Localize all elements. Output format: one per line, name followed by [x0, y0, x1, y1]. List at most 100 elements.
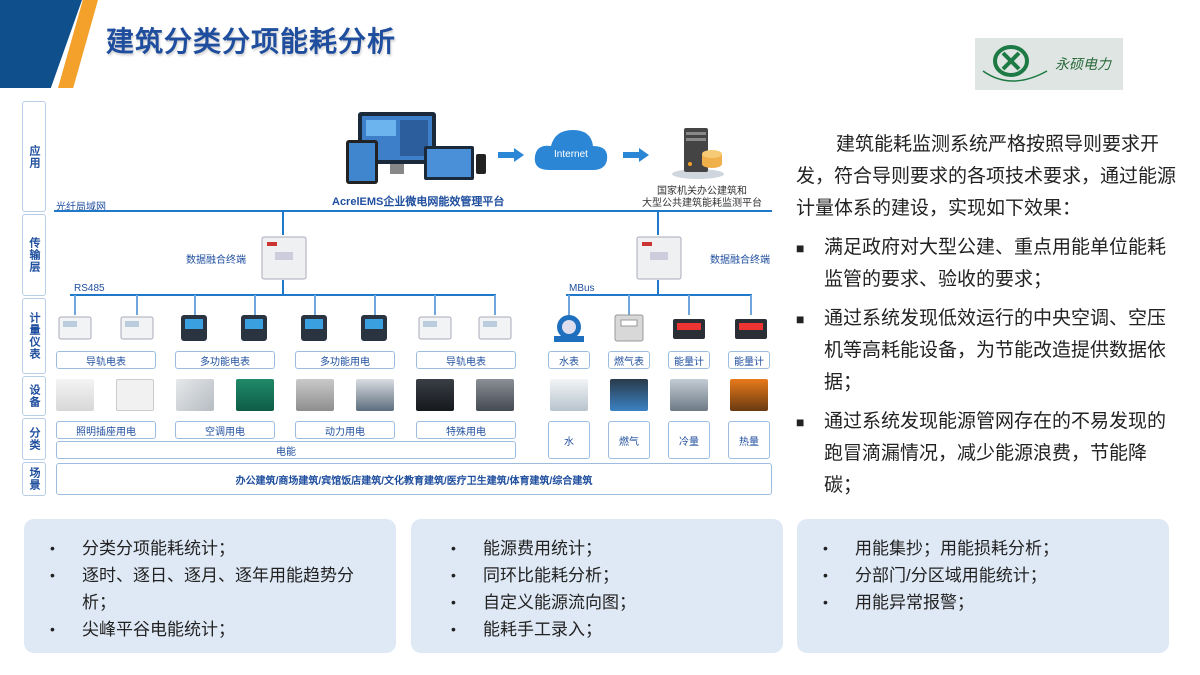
meter-label: 导轨电表	[56, 351, 156, 369]
feature-item: •用能异常报警；	[823, 589, 1169, 616]
ac-unit-image	[176, 379, 214, 411]
bullet-dot-icon: •	[451, 621, 456, 637]
cabinet-image	[296, 379, 334, 411]
meter-label: 能量计	[668, 351, 710, 369]
description-panel: 建筑能耗监测系统严格按照导则要求开发，符合导则要求的各项技术要求，通过能源计量体…	[796, 129, 1181, 502]
meter-label: 导轨电表	[416, 351, 516, 369]
lamp-image	[56, 379, 94, 411]
feature-item: •分部门/分区域用能统计；	[823, 562, 1169, 589]
scene-list: 办公建筑/商场建筑/宾馆饭店建筑/文化教育建筑/医疗卫生建筑/体育建筑/综合建筑	[56, 463, 772, 495]
bullet-dot-icon: •	[50, 567, 55, 583]
drop-line	[314, 295, 316, 315]
bullet-dot-icon: •	[50, 540, 55, 556]
description-point: ■ 通过系统发现低效运行的中央空调、空压机等高耗能设备，为节能改造提供数据依据；	[796, 303, 1181, 399]
layer-application: 应用	[22, 101, 46, 212]
bullet-dot-icon: •	[451, 540, 456, 556]
drop-line	[374, 295, 376, 315]
category-label: 照明插座用电	[56, 421, 156, 439]
energy-meter-icon	[735, 319, 767, 339]
multifunction-meter-icon	[361, 315, 387, 341]
yongshuo-logo-icon	[982, 45, 1048, 82]
electric-energy-label: 电能	[56, 441, 516, 459]
bullet-square-icon: ■	[796, 240, 805, 256]
gateway-right-icon	[636, 236, 682, 280]
arrow-right-icon	[498, 148, 524, 162]
bullet-dot-icon: •	[451, 594, 456, 610]
drop-line	[136, 295, 138, 315]
category-label: 特殊用电	[416, 421, 516, 439]
gateway-right-label: 数据融合终端	[710, 255, 770, 266]
energy-type-heating: 热量	[728, 421, 770, 459]
rail-meter-icon	[120, 316, 154, 340]
bullet-square-icon: ■	[796, 311, 805, 327]
energy-meter-icon	[673, 319, 705, 339]
gas-meter-icon	[614, 314, 644, 342]
mbus-line	[566, 294, 752, 296]
fiber-network-label: 光纤局域网	[56, 202, 106, 213]
energy-type-gas: 燃气	[608, 421, 650, 459]
bullet-dot-icon: •	[823, 540, 828, 556]
feature-item: •能源费用统计；	[451, 535, 783, 562]
feature-item: •尖峰平谷电能统计；	[50, 616, 396, 643]
arrow-right-icon	[623, 148, 649, 162]
drop-line	[568, 295, 570, 315]
server-rack-image	[416, 379, 454, 411]
meter-label: 燃气表	[608, 351, 650, 369]
national-platform-label-1: 国家机关办公建筑和	[657, 186, 747, 197]
bullet-dot-icon: •	[823, 567, 828, 583]
bullet-dot-icon: •	[823, 594, 828, 610]
energy-type-cooling: 冷量	[668, 421, 710, 459]
water-meter-icon	[554, 315, 584, 342]
description-point: ■ 通过系统发现能源管网存在的不易发现的跑冒滴漏情况，减少能源浪费，节能降碳；	[796, 406, 1181, 502]
pump-image	[236, 379, 274, 411]
drop-line	[194, 295, 196, 315]
connector-line	[282, 211, 284, 235]
connector-line	[657, 280, 659, 295]
server-icon	[672, 128, 724, 179]
mbus-label: MBus	[569, 283, 595, 294]
boiler-image	[730, 379, 768, 411]
chiller-image	[670, 379, 708, 411]
gateway-left-icon	[261, 236, 307, 280]
rs485-label: RS485	[74, 283, 105, 294]
faucet-image	[550, 379, 588, 411]
rs485-bus-line	[70, 294, 496, 296]
drop-line	[434, 295, 436, 315]
multifunction-meter-icon	[301, 315, 327, 341]
feature-item: •分类分项能耗统计；	[50, 535, 396, 562]
energy-type-water: 水	[548, 421, 590, 459]
cloud-icon	[534, 130, 608, 170]
layer-transport: 传输层	[22, 214, 46, 296]
meter-label: 多功能用电	[295, 351, 395, 369]
bullet-dot-icon: •	[451, 567, 456, 583]
layer-metering: 计量仪表	[22, 298, 46, 374]
gateway-left-label: 数据融合终端	[186, 255, 246, 266]
machine-room-image	[476, 379, 514, 411]
feature-card-3: •用能集抄；用能损耗分析； •分部门/分区域用能统计； •用能异常报警；	[797, 519, 1169, 653]
layer-equipment: 设备	[22, 376, 46, 416]
feature-card-2: •能源费用统计； •同环比能耗分析； •自定义能源流向图； •能耗手工录入；	[411, 519, 783, 653]
multifunction-meter-icon	[181, 315, 207, 341]
category-label: 空调用电	[175, 421, 275, 439]
platform-label: AcrelEMS企业微电网能效管理平台	[332, 196, 505, 208]
drop-line	[494, 295, 496, 315]
meter-label: 多功能电表	[175, 351, 275, 369]
meter-label: 水表	[548, 351, 590, 369]
bullet-dot-icon: •	[50, 621, 55, 637]
monitor-devices-icon	[346, 112, 486, 184]
multifunction-meter-icon	[241, 315, 267, 341]
bullet-square-icon: ■	[796, 414, 805, 430]
description-intro: 建筑能耗监测系统严格按照导则要求开发，符合导则要求的各项技术要求，通过能源计量体…	[796, 134, 1177, 219]
feature-item: •用能集抄；用能损耗分析；	[823, 535, 1169, 562]
connector-line	[282, 280, 284, 295]
drop-line	[254, 295, 256, 315]
drop-line	[750, 295, 752, 315]
feature-item: •自定义能源流向图；	[451, 589, 783, 616]
logo-name: 永硕电力	[1055, 57, 1111, 73]
category-label: 动力用电	[295, 421, 395, 439]
drop-line	[74, 295, 76, 315]
page-title: 建筑分类分项能耗分析	[106, 26, 397, 57]
rail-meter-icon	[478, 316, 512, 340]
feature-item: •逐时、逐日、逐月、逐年用能趋势分析；	[50, 562, 396, 616]
gas-stove-image	[610, 379, 648, 411]
